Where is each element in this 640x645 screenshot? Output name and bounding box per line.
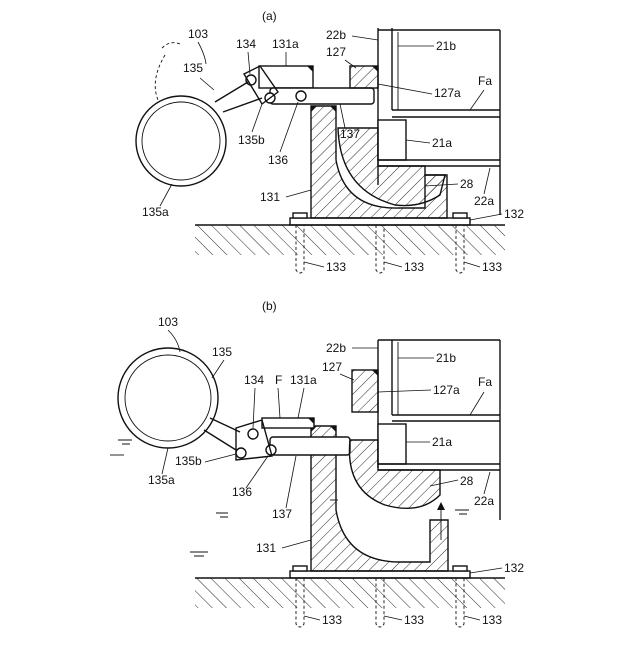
- b-label-132: 132: [504, 561, 524, 575]
- b-label-136: 136: [232, 485, 252, 499]
- panel-a-ground: [195, 218, 505, 255]
- panel-b-arm-131a: [262, 418, 314, 428]
- panel-a: (a): [136, 9, 524, 274]
- a-label-28: 28: [460, 177, 474, 191]
- a-label-127a: 127a: [434, 86, 461, 100]
- b-label-Fa: Fa: [478, 375, 492, 389]
- a-label-133-3: 133: [482, 260, 502, 274]
- a-label-137: 137: [340, 127, 360, 141]
- a-label-21a: 21a: [432, 136, 452, 150]
- b-label-137: 137: [272, 507, 292, 521]
- b-label-135b: 135b: [175, 454, 202, 468]
- b-label-127a: 127a: [433, 383, 460, 397]
- a-label-22b: 22b: [326, 28, 346, 42]
- a-label-131: 131: [260, 190, 280, 204]
- a-label-134: 134: [236, 37, 256, 51]
- panel-b-pin-135b: [236, 448, 246, 458]
- b-label-133-2: 133: [404, 613, 424, 627]
- b-label-103: 103: [158, 315, 178, 329]
- b-label-131a: 131a: [290, 373, 317, 387]
- b-label-21b: 21b: [436, 351, 456, 365]
- a-label-136: 136: [268, 153, 288, 167]
- panel-a-swing-arc: [162, 43, 180, 48]
- b-label-127: 127: [322, 360, 342, 374]
- b-label-133-1: 133: [322, 613, 342, 627]
- a-label-22a: 22a: [474, 194, 494, 208]
- a-label-21b: 21b: [436, 39, 456, 53]
- a-label-135a: 135a: [142, 205, 169, 219]
- b-label-F: F: [275, 373, 282, 387]
- b-label-21a: 21a: [432, 435, 452, 449]
- panel-a-caption: (a): [262, 9, 277, 23]
- panel-b-pin-134: [248, 429, 258, 439]
- a-label-131a: 131a: [272, 37, 299, 51]
- panel-b-caption: (b): [262, 299, 277, 313]
- panel-b-bracket-127: [352, 370, 378, 412]
- a-label-133-1: 133: [326, 260, 346, 274]
- b-label-133-3: 133: [482, 613, 502, 627]
- b-label-28: 28: [460, 474, 474, 488]
- panel-a-pin-136: [296, 91, 306, 101]
- panel-b-ground: [195, 571, 505, 608]
- panel-b: (b): [110, 299, 524, 627]
- b-label-131: 131: [256, 541, 276, 555]
- a-label-127: 127: [326, 45, 346, 59]
- b-label-134: 134: [244, 373, 264, 387]
- a-label-135: 135: [183, 61, 203, 75]
- a-label-132: 132: [504, 207, 524, 221]
- panel-a-lever-137: [270, 88, 374, 104]
- b-label-22b: 22b: [326, 341, 346, 355]
- a-label-Fa: Fa: [478, 74, 492, 88]
- b-label-22a: 22a: [474, 494, 494, 508]
- panel-b-lever-137: [270, 437, 350, 455]
- panel-a-bracket-127: [350, 66, 378, 88]
- a-label-135b: 135b: [238, 133, 265, 147]
- b-label-135: 135: [212, 345, 232, 359]
- b-label-135a: 135a: [148, 473, 175, 487]
- a-label-103: 103: [188, 27, 208, 41]
- a-label-133-2: 133: [404, 260, 424, 274]
